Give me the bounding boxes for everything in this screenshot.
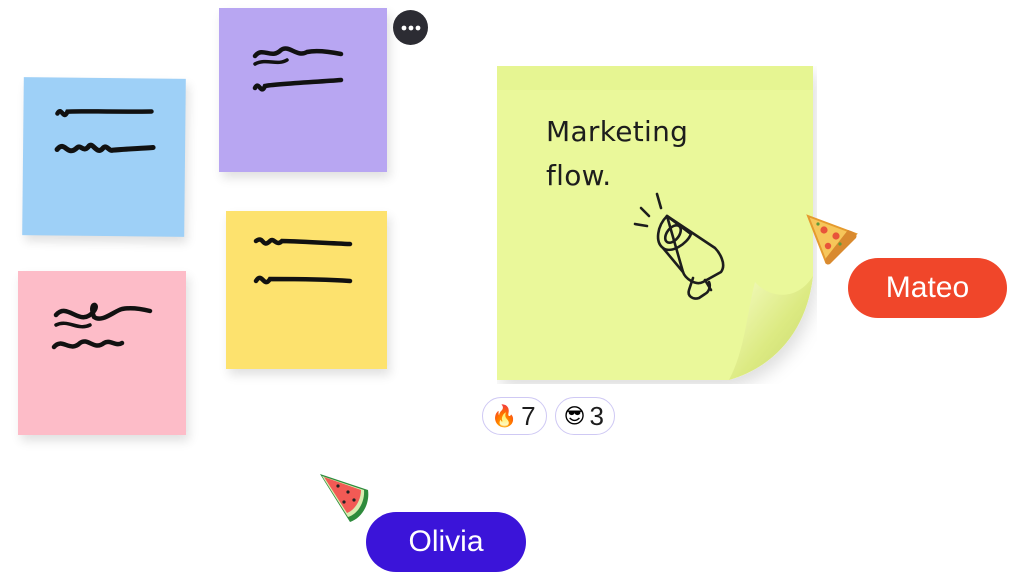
reaction-count: 3: [589, 400, 604, 431]
reaction-fire[interactable]: 🔥 7: [482, 397, 547, 435]
scribble-icon: [51, 302, 153, 350]
scribble-icon: [253, 237, 353, 285]
collaborator-cursor-mateo: Mateo: [848, 258, 1007, 318]
megaphone-icon: [633, 192, 725, 300]
watermelon-icon: [320, 474, 369, 522]
title-line-1: Marketing: [546, 115, 689, 148]
reactions-bar: 🔥 7 😎 3: [482, 397, 615, 435]
scribble-icon: [252, 46, 344, 92]
more-dots-icon: [401, 25, 420, 30]
pizza-icon: [806, 214, 858, 265]
reaction-count: 7: [521, 400, 536, 431]
fire-emoji-icon: 🔥: [491, 403, 518, 428]
sticky-note-purple[interactable]: [219, 8, 387, 172]
sticky-note-pink[interactable]: [18, 271, 186, 435]
reaction-sunglasses[interactable]: 😎 3: [554, 397, 615, 435]
sunglasses-emoji-icon: 😎: [563, 403, 586, 428]
collaborator-cursor-olivia: Olivia: [366, 512, 526, 572]
title-line-2: flow.: [546, 159, 612, 192]
sticky-note-title: Marketing flow.: [546, 110, 766, 198]
sticky-note-marketing-flow[interactable]: Marketing flow.: [497, 66, 817, 384]
sticky-note-background: [497, 66, 813, 380]
comment-more-button[interactable]: [393, 10, 428, 45]
sticky-note-blue[interactable]: [22, 77, 186, 237]
sticky-note-yellow[interactable]: [226, 211, 387, 369]
scribble-icon: [54, 109, 156, 154]
